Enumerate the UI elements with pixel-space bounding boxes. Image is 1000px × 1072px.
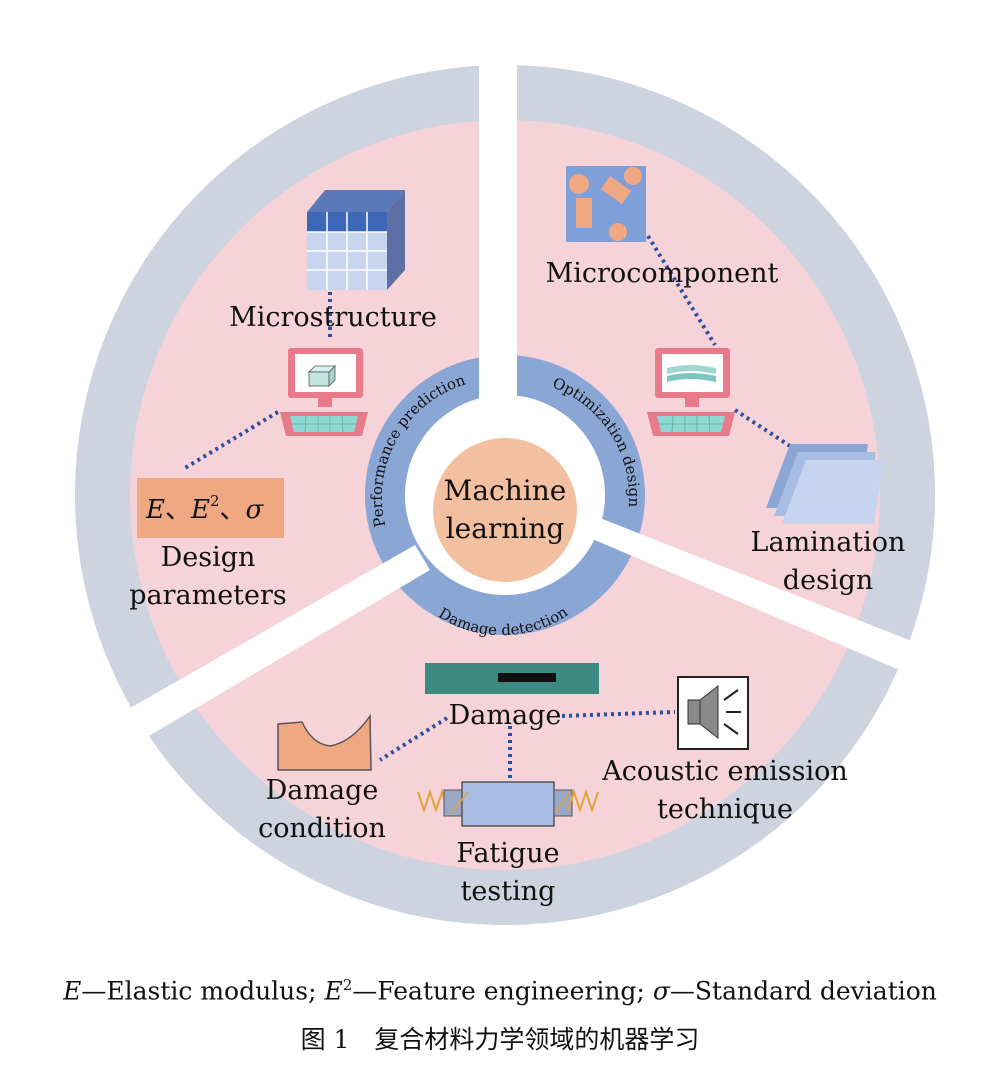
ml-wheel-diagram: Performance prediction Optimization desi… (75, 40, 985, 925)
microstructure-cube-icon (307, 190, 405, 290)
design-parameters-box (137, 478, 284, 538)
legend-e2-symbol: E (324, 976, 343, 1006)
label-acoustic-line1: Acoustic emission (601, 756, 848, 787)
legend-e-symbol: E (63, 976, 82, 1006)
label-microcomponent: Microcomponent (546, 258, 779, 289)
caption-legend: E—Elastic modulus; E2—Feature engineerin… (0, 976, 1000, 1005)
lamination-sheets-icon (766, 444, 884, 524)
label-lamination-line1: Lamination (751, 527, 906, 558)
computer-icon (280, 348, 368, 436)
legend-sigma-symbol: σ (652, 976, 670, 1006)
legend-e2-superscript: 2 (342, 976, 353, 994)
label-fatigue-line1: Fatigue (456, 838, 559, 869)
label-design-parameters-line2: parameters (129, 580, 287, 611)
design-parameters-formula: E、E2、σ (145, 492, 265, 525)
damage-condition-shape-icon (277, 713, 372, 771)
damage-bar-icon (425, 663, 599, 694)
dotted-connectors (183, 234, 792, 780)
fatigue-spring-icon (417, 781, 599, 827)
sector-dividers (118, 40, 985, 750)
label-design-parameters-line1: Design (161, 542, 256, 573)
microcomponent-icon (566, 166, 646, 242)
speaker-icon (677, 676, 749, 750)
label-fatigue-line2: testing (461, 876, 556, 907)
label-damage: Damage (449, 700, 562, 731)
center-label-line1: Machine (444, 474, 567, 507)
label-microstructure: Microstructure (229, 302, 437, 333)
computer-icon-right (647, 348, 735, 436)
label-acoustic-line2: technique (657, 794, 793, 825)
label-damage-condition-line1: Damage (266, 775, 379, 806)
label-damage-condition-line2: condition (258, 813, 386, 844)
legend-e2-definition: —Feature engineering; (352, 976, 653, 1006)
center-disk (433, 438, 577, 582)
label-lamination-line2: design (783, 565, 873, 596)
center-label-line2: learning (446, 512, 565, 545)
legend-sigma-definition: —Standard deviation (669, 976, 937, 1006)
figure-title: 图 1 复合材料力学领域的机器学习 (300, 1025, 700, 1054)
legend-e-definition: —Elastic modulus; (81, 976, 325, 1006)
